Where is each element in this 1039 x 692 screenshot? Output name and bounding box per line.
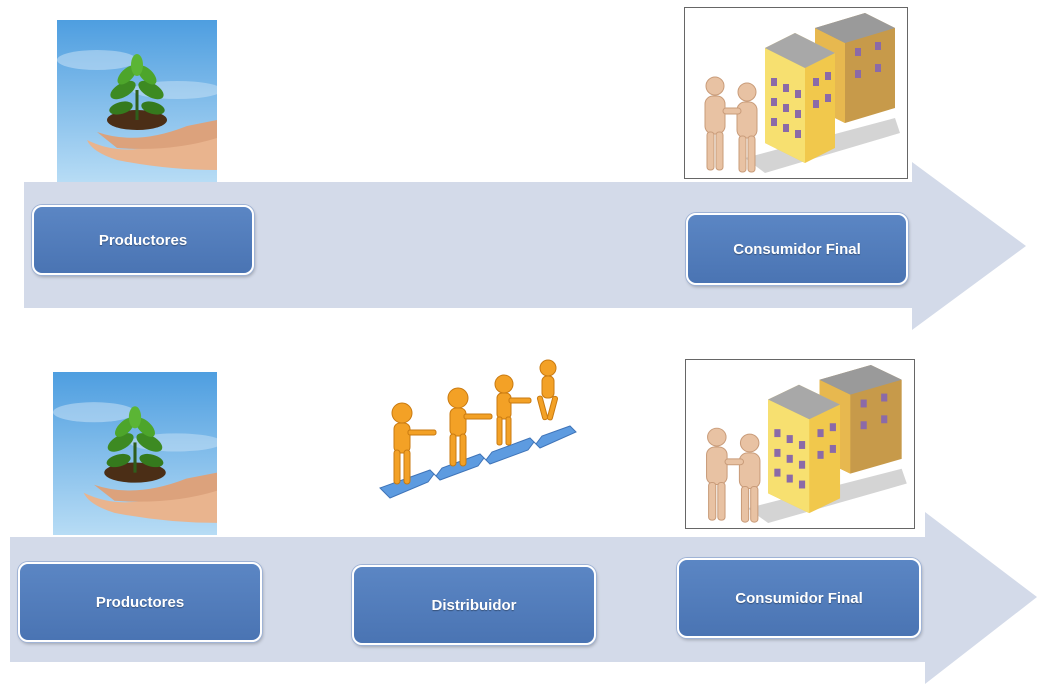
plant-in-hands-icon bbox=[57, 20, 217, 182]
producer-label: Productores bbox=[98, 231, 188, 249]
chain-of-people-icon bbox=[370, 358, 590, 520]
producer-label: Productores bbox=[95, 593, 185, 611]
distributor-label: Distribuidor bbox=[431, 596, 517, 614]
final-consumer-box: Consumidor Final bbox=[677, 558, 921, 638]
consumers-buildings-icon bbox=[684, 7, 908, 179]
distributor-box: Distribuidor bbox=[352, 565, 596, 645]
consumers-buildings-icon bbox=[685, 359, 915, 529]
producer-box: Productores bbox=[18, 562, 262, 642]
flow-arrow-top bbox=[24, 162, 1026, 330]
final-consumer-label: Consumidor Final bbox=[735, 589, 863, 607]
final-consumer-label: Consumidor Final bbox=[733, 240, 861, 258]
plant-in-hands-icon bbox=[53, 372, 217, 535]
producer-box: Productores bbox=[32, 205, 254, 275]
final-consumer-box: Consumidor Final bbox=[686, 213, 908, 285]
